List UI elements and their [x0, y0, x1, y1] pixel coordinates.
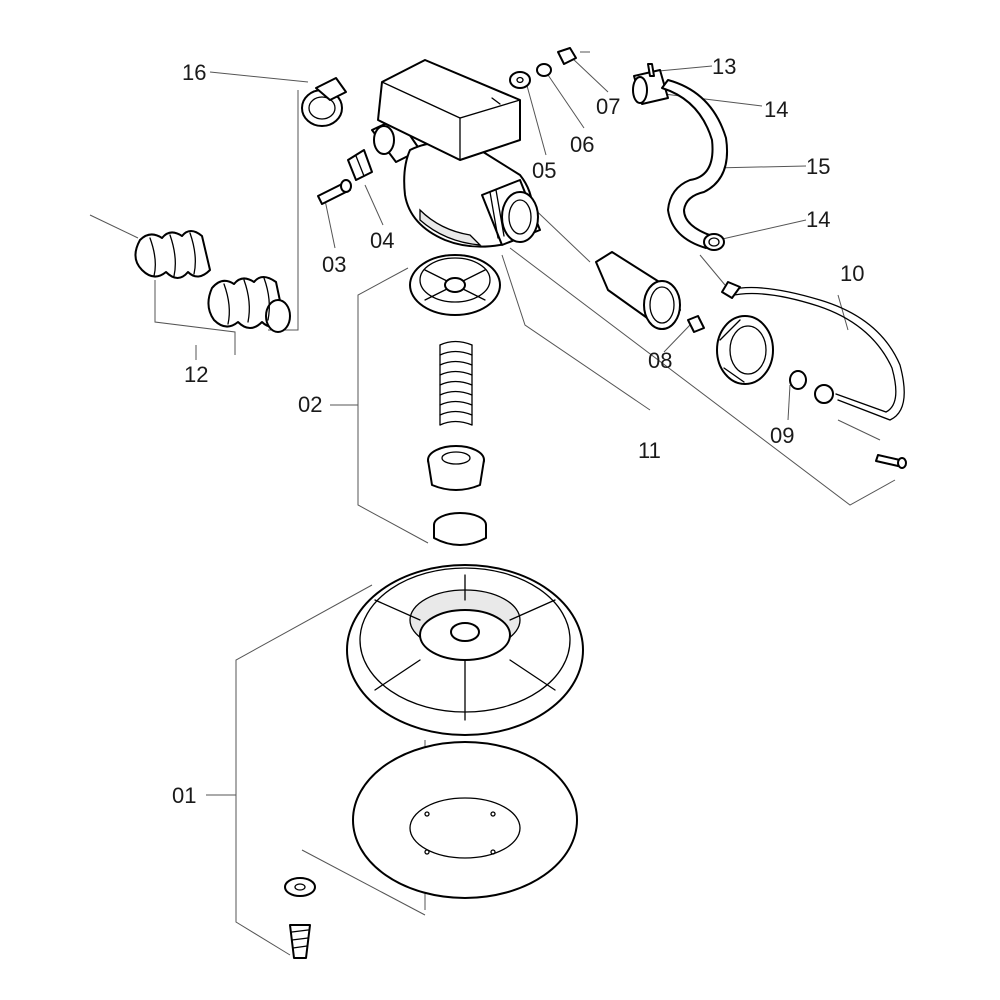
part-10-tube — [721, 281, 905, 421]
callout-06: 06 — [570, 132, 594, 157]
callout-16: 16 — [182, 60, 206, 85]
part-06-spring-washer — [536, 63, 552, 77]
callout-labels: 16 12 03 04 02 01 05 06 07 13 14 15 14 1… — [172, 54, 864, 808]
part-11-union-nut — [716, 315, 774, 385]
part-01-base-plate — [346, 564, 584, 736]
valve-body-assembly — [371, 59, 541, 248]
part-10-screw — [875, 454, 907, 469]
part-15-small-hose — [661, 79, 728, 249]
callout-08: 08 — [648, 348, 672, 373]
part-14-clamp-lower — [703, 233, 725, 251]
callout-15: 15 — [806, 154, 830, 179]
callout-10: 10 — [840, 261, 864, 286]
callout-14-lower: 14 — [806, 207, 830, 232]
part-11-nozzle-cartridge — [595, 251, 681, 330]
part-02-valve-disc — [409, 254, 501, 316]
part-02-spring — [439, 340, 473, 426]
part-02-guide — [427, 445, 485, 491]
callout-05: 05 — [532, 158, 556, 183]
part-03-screw — [317, 179, 352, 205]
part-12-corrugated-hose — [134, 230, 291, 333]
callout-04: 04 — [370, 228, 394, 253]
callout-07: 07 — [596, 94, 620, 119]
callout-11: 11 — [638, 438, 661, 463]
callout-09: 09 — [770, 423, 794, 448]
callout-13: 13 — [712, 54, 736, 79]
part-16-hose-clamp — [301, 77, 347, 127]
part-13-tee-fitting — [632, 63, 669, 105]
part-01-membrane-disc — [352, 741, 578, 899]
part-02-ring — [433, 512, 487, 546]
part-01-washer — [284, 877, 316, 897]
callout-03: 03 — [322, 252, 346, 277]
part-01-screw — [289, 924, 311, 959]
callout-01: 01 — [172, 783, 196, 808]
part-09-o-ring — [789, 370, 807, 390]
leader-lines — [89, 51, 896, 956]
part-07-nut — [557, 47, 577, 65]
part-05-washer — [509, 71, 531, 89]
callout-02: 02 — [298, 392, 322, 417]
callout-12: 12 — [184, 362, 208, 387]
part-04-clip — [347, 149, 373, 181]
part-08-nozzle-insert — [687, 315, 705, 333]
callout-14-upper: 14 — [764, 97, 788, 122]
